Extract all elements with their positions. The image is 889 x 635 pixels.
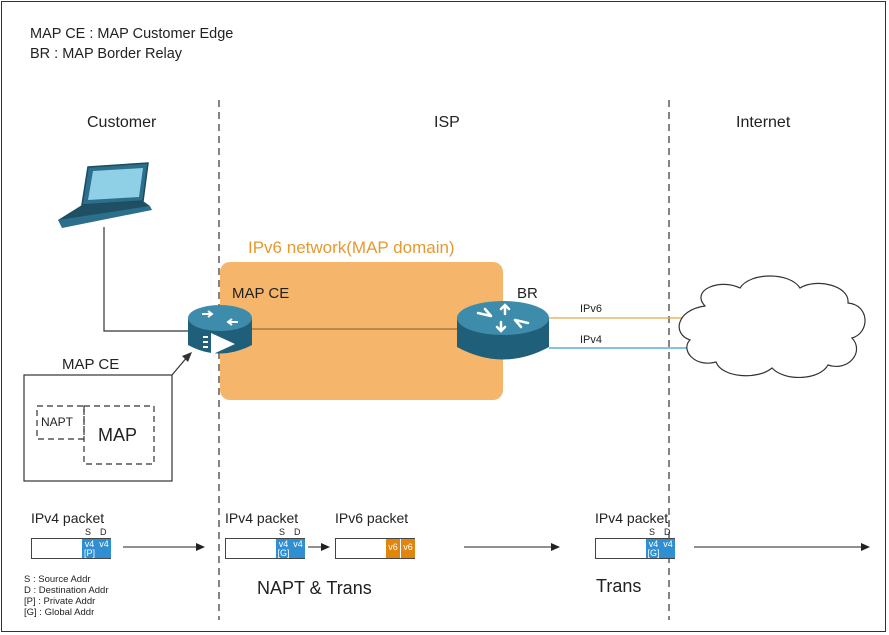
packet1-s: S bbox=[85, 527, 92, 537]
ipv4-link-label: IPv4 bbox=[580, 334, 603, 346]
ce-router-icon bbox=[188, 305, 252, 355]
packet2-d: D bbox=[294, 527, 301, 537]
packet1-src: v4[P] bbox=[82, 539, 97, 558]
packet4-dst: v4 bbox=[661, 539, 675, 558]
packet2-dst: v4 bbox=[291, 539, 305, 558]
ce-pointer-arrow bbox=[182, 352, 192, 362]
ce-router-label: MAP CE bbox=[232, 285, 290, 302]
internet-cloud bbox=[678, 275, 866, 379]
zone-internet: Internet bbox=[736, 114, 791, 131]
br-router-icon bbox=[457, 301, 549, 360]
map-label: MAP bbox=[98, 425, 138, 445]
key-s: S : Source Addr bbox=[24, 574, 91, 585]
flow-arrow-4 bbox=[861, 543, 870, 551]
flow-arrow-2 bbox=[321, 543, 330, 551]
zone-isp: ISP bbox=[434, 114, 460, 131]
packet4-title: IPv4 packet bbox=[595, 510, 669, 526]
key-d: D : Destination Addr bbox=[24, 585, 109, 596]
packet4-d: D bbox=[664, 527, 671, 537]
packet2-src: v4[G] bbox=[276, 539, 291, 558]
packet2-s: S bbox=[279, 527, 286, 537]
packet1: v4[P] v4 bbox=[31, 538, 111, 559]
flow-arrow-1 bbox=[196, 543, 205, 551]
packet3: v6 v6 bbox=[335, 538, 415, 559]
packet2-title: IPv4 packet bbox=[225, 510, 299, 526]
packet4-src: v4[G] bbox=[646, 539, 661, 558]
legend-line-ce: MAP CE : MAP Customer Edge bbox=[30, 26, 234, 42]
map-domain-area bbox=[220, 262, 503, 400]
napt-label: NAPT bbox=[41, 415, 74, 429]
napt-module bbox=[36, 405, 85, 440]
packet3-title: IPv6 packet bbox=[335, 510, 409, 526]
map-domain-title: IPv6 network(MAP domain) bbox=[248, 238, 455, 257]
packet1-d: D bbox=[100, 527, 107, 537]
packet3-src: v6 bbox=[386, 539, 401, 558]
flow-arrow-3 bbox=[551, 543, 560, 551]
zone-customer: Customer bbox=[87, 114, 157, 131]
ipv6-link-label: IPv6 bbox=[580, 303, 603, 315]
key-g: [G] : Global Addr bbox=[24, 607, 95, 618]
ce-detail-box bbox=[23, 374, 173, 482]
packet1-title: IPv4 packet bbox=[31, 510, 105, 526]
br-router-label: BR bbox=[517, 285, 538, 302]
ce-detail-title: MAP CE bbox=[62, 356, 120, 373]
laptop-icon bbox=[58, 162, 152, 228]
laptop-cable bbox=[103, 227, 190, 332]
packet2: v4[G] v4 bbox=[225, 538, 305, 559]
packet1-dst: v4 bbox=[97, 539, 111, 558]
packet3-dst: v6 bbox=[401, 539, 415, 558]
packet4: v4[G] v4 bbox=[595, 538, 675, 559]
legend-line-br: BR : MAP Border Relay bbox=[30, 46, 183, 62]
step-trans: Trans bbox=[596, 576, 642, 596]
step-napt-trans: NAPT & Trans bbox=[257, 578, 372, 598]
key-p: [P] : Private Addr bbox=[24, 596, 96, 607]
packet4-s: S bbox=[649, 527, 656, 537]
map-module bbox=[83, 405, 155, 465]
